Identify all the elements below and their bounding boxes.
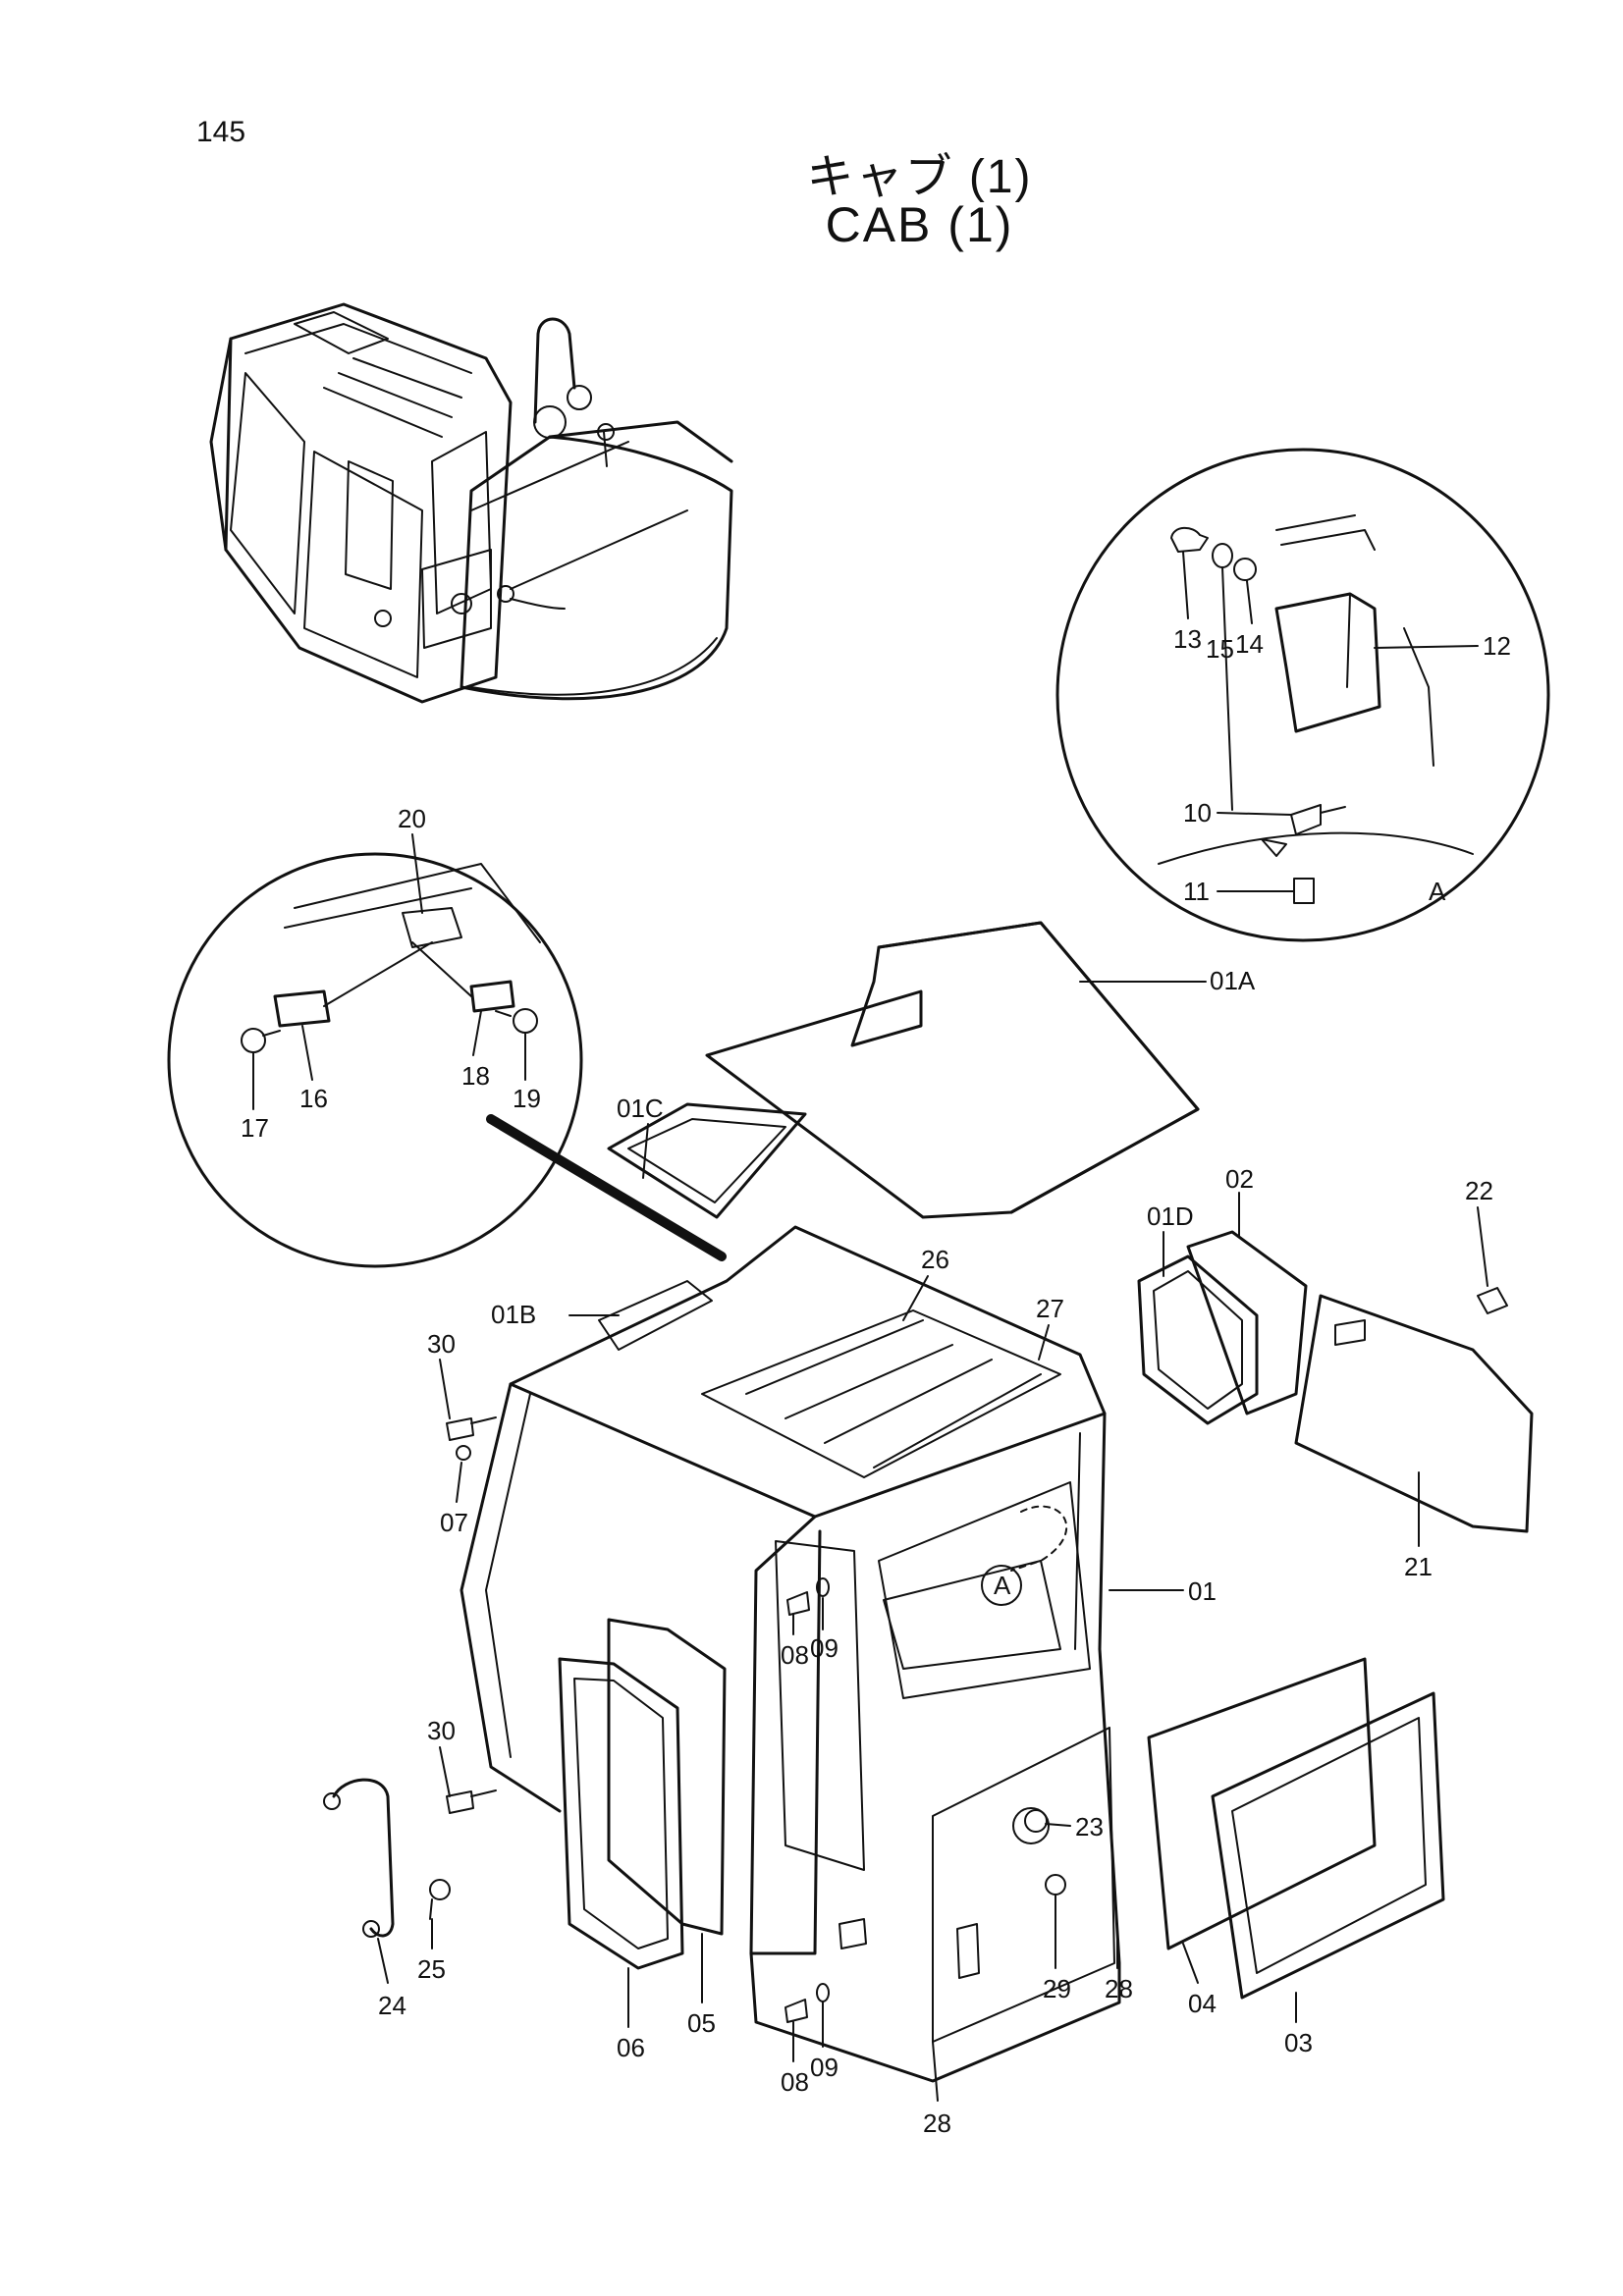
callout-25: 25	[417, 1954, 446, 1984]
stopper-08-upper	[786, 1591, 810, 1616]
callout-10: 10	[1183, 798, 1212, 828]
callout-08-upper: 08	[781, 1640, 809, 1670]
callout-07: 07	[440, 1508, 468, 1537]
callout-30-upper: 30	[427, 1329, 456, 1359]
bolt-29	[1045, 1874, 1066, 1896]
page-title-english: CAB (1)	[825, 197, 1014, 252]
door-glass-05	[607, 1618, 727, 1936]
part-callouts: 01A 01C 01B 01D 02 22 26 27 01 21 30 07 …	[241, 624, 1511, 2138]
callout-22: 22	[1465, 1176, 1493, 1205]
callout-08-lower: 08	[781, 2067, 809, 2097]
bolt-30-upper	[446, 1416, 497, 1441]
bolt-30-lower	[446, 1789, 497, 1814]
callout-04: 04	[1188, 1989, 1217, 2018]
washer-07	[456, 1445, 471, 1461]
callout-12: 12	[1483, 631, 1511, 661]
callout-06: 06	[617, 2033, 645, 2062]
callout-15: 15	[1206, 634, 1234, 664]
nut-23	[1024, 1809, 1048, 1833]
callout-18: 18	[461, 1061, 490, 1091]
callout-23: 23	[1075, 1812, 1104, 1842]
roof-window-frame-01C	[607, 1102, 807, 1219]
callout-11: 11	[1183, 877, 1210, 906]
callout-14: 14	[1235, 629, 1264, 659]
callout-01B: 01B	[491, 1300, 536, 1329]
detail-a-marker-label: A	[994, 1571, 1011, 1600]
callout-19: 19	[513, 1084, 541, 1113]
callout-02: 02	[1225, 1164, 1254, 1194]
detail-a-callout: A	[1429, 877, 1446, 906]
callout-20: 20	[398, 804, 426, 833]
callout-21: 21	[1404, 1552, 1433, 1581]
callout-09-lower: 09	[810, 2053, 839, 2082]
callout-27: 27	[1036, 1294, 1064, 1323]
right-panel-21	[1294, 1294, 1534, 1533]
stopper-08-lower	[784, 1999, 808, 2023]
callout-28-right: 28	[1105, 1974, 1133, 2003]
front-lower-glass-04	[1147, 1657, 1377, 1950]
roof-panel-01A	[705, 921, 1200, 1219]
callout-16: 16	[299, 1084, 328, 1113]
callout-29: 29	[1043, 1974, 1071, 2003]
hinge-detail-leader	[486, 1114, 727, 1261]
callout-01: 01	[1188, 1576, 1217, 1606]
detail-hinge-circle	[167, 852, 583, 1268]
cab-body-01	[460, 1225, 1121, 2083]
washer-09-upper	[816, 1577, 830, 1597]
callout-09-upper: 09	[810, 1633, 839, 1663]
page-number: 145	[196, 116, 246, 148]
rear-window-seal-01D	[1137, 1255, 1259, 1425]
callout-03: 03	[1284, 2028, 1313, 2057]
callout-28-lower: 28	[923, 2109, 951, 2138]
callout-05: 05	[687, 2008, 716, 2038]
washer-09-lower	[816, 1983, 830, 2002]
page-title-japanese: キャブ (1)	[806, 151, 1033, 203]
bolt-22	[1477, 1287, 1508, 1314]
handrail-24	[323, 1778, 395, 1938]
callout-17: 17	[241, 1113, 269, 1143]
callout-01D: 01D	[1147, 1201, 1194, 1231]
callout-24: 24	[378, 1991, 406, 2020]
machine-overview-illustration	[209, 302, 733, 704]
callout-01A: 01A	[1210, 966, 1256, 995]
front-lower-frame-03	[1211, 1691, 1445, 2000]
leader-lines	[252, 551, 1488, 2102]
callout-30-lower: 30	[427, 1716, 456, 1745]
door-frame-06	[558, 1657, 684, 1970]
callout-26: 26	[921, 1245, 949, 1274]
detail-a-circle	[1055, 448, 1550, 942]
detail-a-marker	[981, 1565, 1022, 1606]
rear-glass-02	[1186, 1230, 1308, 1415]
bolt-25	[429, 1879, 451, 1920]
callout-01C: 01C	[617, 1094, 664, 1123]
callout-13: 13	[1173, 624, 1202, 654]
